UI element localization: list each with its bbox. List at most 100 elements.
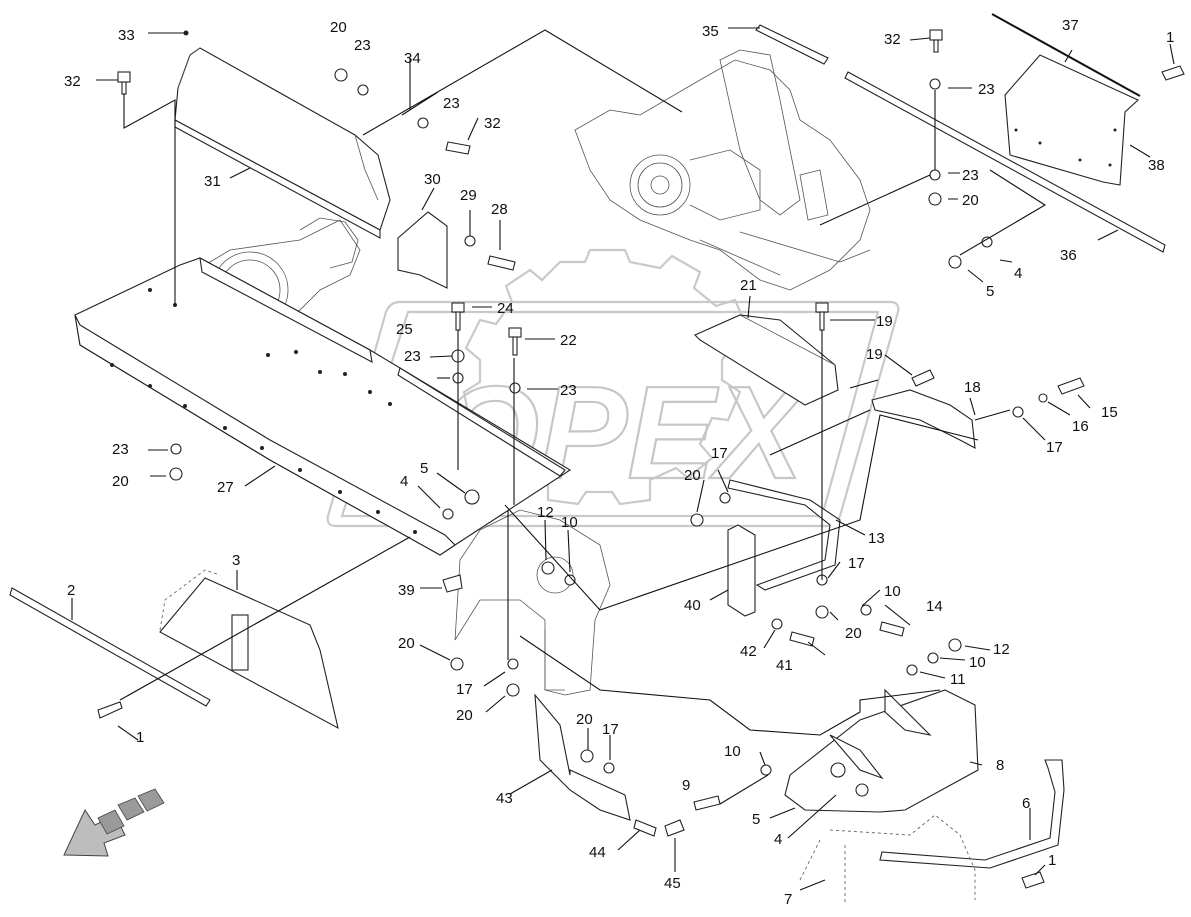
- callout-23: 23: [112, 441, 129, 458]
- callout-4: 4: [774, 831, 782, 848]
- callout-29: 29: [460, 187, 477, 204]
- panel-holes: [110, 288, 417, 534]
- callout-30: 30: [424, 171, 441, 188]
- part-28-bolt: [487, 255, 516, 271]
- callout-23: 23: [978, 81, 995, 98]
- leader-lines: [71, 27, 1175, 891]
- callout-11: 11: [950, 671, 966, 688]
- callout-45: 45: [664, 875, 681, 892]
- callout-7: 7: [784, 891, 792, 908]
- part-2-strip: [9, 587, 211, 707]
- part-24-bolt: [451, 302, 465, 331]
- callout-20: 20: [456, 707, 473, 724]
- part-7-plate: [799, 814, 976, 905]
- part-21-bracket: [694, 314, 839, 406]
- callout-14: 14: [926, 598, 943, 615]
- callout-13: 13: [868, 530, 885, 547]
- callout-23: 23: [443, 95, 460, 112]
- callout-20: 20: [962, 192, 979, 209]
- part-37-strip: [991, 13, 1141, 97]
- callout-42: 42: [740, 643, 757, 660]
- callout-18: 18: [964, 379, 981, 396]
- callout-20: 20: [845, 625, 862, 642]
- callout-34: 34: [404, 50, 421, 67]
- callout-2: 2: [67, 582, 75, 599]
- callout-1: 1: [1166, 29, 1174, 46]
- callout-20: 20: [398, 635, 415, 652]
- callout-17: 17: [456, 681, 473, 698]
- callout-17: 17: [848, 555, 865, 572]
- part-1-bolt-left: [97, 701, 123, 719]
- part-19-bolt: [911, 369, 935, 387]
- callout-10: 10: [561, 514, 578, 531]
- callout-19: 19: [866, 346, 883, 363]
- callout-5: 5: [420, 460, 428, 477]
- drive-assembly-background: [454, 509, 611, 696]
- callout-31: 31: [204, 173, 221, 190]
- callout-15: 15: [1101, 404, 1118, 421]
- callout-16: 16: [1072, 418, 1089, 435]
- callout-12: 12: [993, 641, 1010, 658]
- callout-28: 28: [491, 201, 508, 218]
- callout-1: 1: [1048, 852, 1056, 869]
- callout-32: 32: [884, 31, 901, 48]
- callout-5: 5: [752, 811, 760, 828]
- callout-20: 20: [330, 19, 347, 36]
- callout-22: 22: [560, 332, 577, 349]
- callout-12: 12: [537, 504, 554, 521]
- callout-10: 10: [884, 583, 901, 600]
- callout-32: 32: [64, 73, 81, 90]
- callout-8: 8: [996, 757, 1004, 774]
- callout-39: 39: [398, 582, 415, 599]
- callout-20: 20: [684, 467, 701, 484]
- part-36-strip: [844, 71, 1166, 253]
- watermark-gear: [462, 248, 750, 506]
- callout-5: 5: [986, 283, 994, 300]
- callout-32: 32: [484, 115, 501, 132]
- callout-23: 23: [962, 167, 979, 184]
- part-32-bolt: [929, 29, 943, 53]
- callout-labels: 33 32 31 20 23 34 23 32 30 29 28 35 32 2…: [64, 17, 1174, 908]
- part-45-bolt: [664, 819, 685, 837]
- callout-23: 23: [560, 382, 577, 399]
- part-31-top-cover: [174, 47, 391, 239]
- watermark-frame: [326, 300, 900, 528]
- callout-9: 9: [682, 777, 690, 794]
- part-3-guard: [159, 569, 339, 730]
- callout-4: 4: [400, 473, 408, 490]
- callout-33: 33: [118, 27, 135, 44]
- callout-44: 44: [589, 844, 606, 861]
- part-9-bolt: [693, 795, 721, 811]
- callout-41: 41: [776, 657, 793, 674]
- part-15-bolt: [1057, 377, 1085, 395]
- callout-38: 38: [1148, 157, 1165, 174]
- callout-19: 19: [876, 313, 893, 330]
- part-6-plate: [879, 759, 1065, 869]
- callout-17: 17: [711, 445, 728, 462]
- part-8-housing: [784, 688, 979, 813]
- callout-20: 20: [112, 473, 129, 490]
- part-35-bracket: [755, 24, 829, 65]
- part-39-clip: [442, 574, 463, 593]
- callout-1: 1: [136, 729, 144, 746]
- callout-27: 27: [217, 479, 234, 496]
- callout-23: 23: [354, 37, 371, 54]
- part-32-bolt: [445, 141, 471, 155]
- callout-40: 40: [684, 597, 701, 614]
- callout-25: 25: [396, 321, 413, 338]
- callout-6: 6: [1022, 795, 1030, 812]
- part-22-bolt: [508, 327, 522, 356]
- part-14-bolt: [879, 621, 905, 637]
- part-38-side-cover: [1004, 54, 1139, 186]
- part-19-bolt: [815, 302, 829, 331]
- part-18-guide: [871, 389, 976, 449]
- callout-17: 17: [1046, 439, 1063, 456]
- callout-17: 17: [602, 721, 619, 738]
- gearbox-assembly-background: [574, 49, 871, 291]
- callout-23: 23: [404, 348, 421, 365]
- callout-24: 24: [497, 300, 514, 317]
- callout-35: 35: [702, 23, 719, 40]
- part-40-plate: [727, 524, 756, 617]
- callout-20: 20: [576, 711, 593, 728]
